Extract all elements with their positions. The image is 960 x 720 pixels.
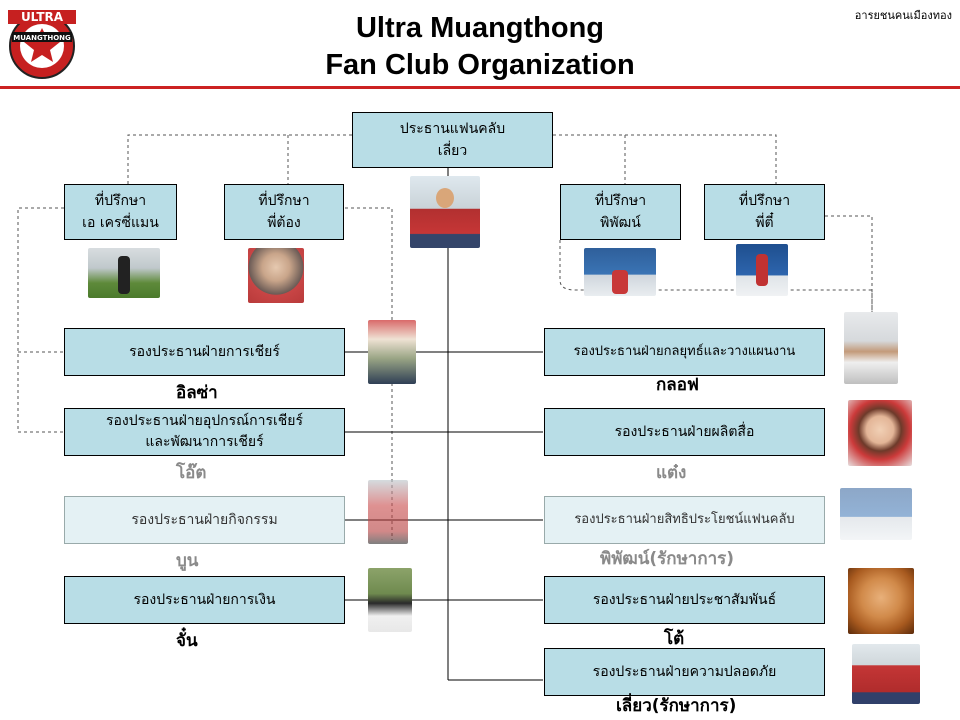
- title-line-2: Fan Club Organization: [325, 49, 635, 81]
- svg-text:MUANGTHONG: MUANGTHONG: [13, 34, 71, 42]
- advisor-role: ที่ปรึกษา: [738, 193, 791, 209]
- advisor-box-2: ที่ปรึกษา พี่ต้อง: [224, 184, 344, 240]
- vice-photo-pr: [848, 568, 914, 634]
- vice-left-box-1: รองประธานฝ่ายการเชียร์: [64, 328, 345, 376]
- advisor-photo-3: [584, 248, 656, 296]
- vice-left-box-4: รองประธานฝ่ายการเงิน: [64, 576, 345, 624]
- advisor-role: ที่ปรึกษา: [258, 193, 310, 209]
- president-photo: [410, 176, 480, 248]
- vice-photo-media: [848, 400, 912, 466]
- advisor-name: พี่ตี๋: [755, 215, 774, 231]
- vice-photo-finance: [368, 568, 412, 632]
- vice-role: รองประธานฝ่ายสิทธิประโยชน์แฟนคลับ: [574, 512, 795, 527]
- vice-role: รองประธานฝ่ายอุปกรณ์การเชียร์: [105, 413, 304, 429]
- advisor-box-1: ที่ปรึกษา เอ เครซี่แมน: [64, 184, 177, 240]
- title-underline: [0, 86, 960, 89]
- advisor-photo-1: [88, 248, 160, 298]
- vice-left-name-2: โอ๊ต: [176, 463, 207, 483]
- vice-right-name-4: โต้: [664, 629, 685, 649]
- corner-caption: อารยชนคนเมืองทอง: [854, 9, 952, 22]
- advisor-role: ที่ปรึกษา: [94, 193, 147, 209]
- vice-right-box-5: รองประธานฝ่ายความปลอดภัย: [544, 648, 825, 696]
- advisor-photo-4: [736, 244, 788, 296]
- vice-right-box-4: รองประธานฝ่ายประชาสัมพันธ์: [544, 576, 825, 624]
- vice-photo-security: [852, 644, 920, 704]
- president-role: ประธานแฟนคลับ: [399, 121, 506, 137]
- president-box: ประธานแฟนคลับ เลี่ยว: [352, 112, 553, 168]
- vice-left-box-2: รองประธานฝ่ายอุปกรณ์การเชียร์ และพัฒนากา…: [64, 408, 345, 456]
- vice-right-name-2: แต๋ง: [656, 463, 687, 483]
- vice-photo-activity: [368, 480, 408, 544]
- vice-photo-cheer: [368, 320, 416, 384]
- advisor-name: เอ เครซี่แมน: [82, 215, 159, 231]
- advisor-box-3: ที่ปรึกษา พิพัฒน์: [560, 184, 681, 240]
- vice-photo-benefits: [840, 488, 912, 540]
- vice-role: รองประธานฝ่ายการเงิน: [133, 592, 276, 608]
- vice-right-name-3: พิพัฒน์(รักษาการ): [600, 549, 735, 569]
- vice-right-box-2: รองประธานฝ่ายผลิตสื่อ: [544, 408, 825, 456]
- advisor-name: พิพัฒน์: [600, 215, 641, 231]
- vice-role: รองประธานฝ่ายประชาสัมพันธ์: [592, 592, 777, 608]
- vice-left-box-3: รองประธานฝ่ายกิจกรรม: [64, 496, 345, 544]
- president-name: เลี่ยว: [437, 143, 468, 159]
- vice-left-name-3: บูน: [176, 551, 199, 571]
- vice-role: รองประธานฝ่ายความปลอดภัย: [592, 664, 777, 680]
- advisor-name: พี่ต้อง: [267, 215, 301, 231]
- vice-right-box-1: รองประธานฝ่ายกลยุทธ์และวางแผนงาน: [544, 328, 825, 376]
- vice-right-box-3: รองประธานฝ่ายสิทธิประโยชน์แฟนคลับ: [544, 496, 825, 544]
- ultra-muangthong-logo: ULTRA MUANGTHONG: [4, 4, 80, 80]
- advisor-photo-2: [248, 248, 304, 303]
- svg-text:ULTRA: ULTRA: [21, 10, 64, 24]
- vice-role: รองประธานฝ่ายผลิตสื่อ: [614, 424, 755, 440]
- advisor-role: ที่ปรึกษา: [594, 193, 647, 209]
- vice-left-name-4: จั๋น: [176, 631, 198, 651]
- title-line-1: Ultra Muangthong: [355, 12, 605, 44]
- vice-role: รองประธานฝ่ายกลยุทธ์และวางแผนงาน: [573, 344, 796, 359]
- vice-role-line-2: และพัฒนาการเชียร์: [145, 434, 264, 450]
- vice-right-name-5: เลี่ยว(รักษาการ): [616, 696, 737, 716]
- advisor-box-4: ที่ปรึกษา พี่ตี๋: [704, 184, 825, 240]
- vice-right-name-1: กลอฟ: [656, 375, 699, 395]
- vice-photo-strategy: [844, 312, 898, 384]
- vice-left-name-1: อิลซ่า: [176, 383, 218, 403]
- vice-role: รองประธานฝ่ายกิจกรรม: [131, 512, 278, 528]
- vice-role: รองประธานฝ่ายการเชียร์: [129, 344, 280, 360]
